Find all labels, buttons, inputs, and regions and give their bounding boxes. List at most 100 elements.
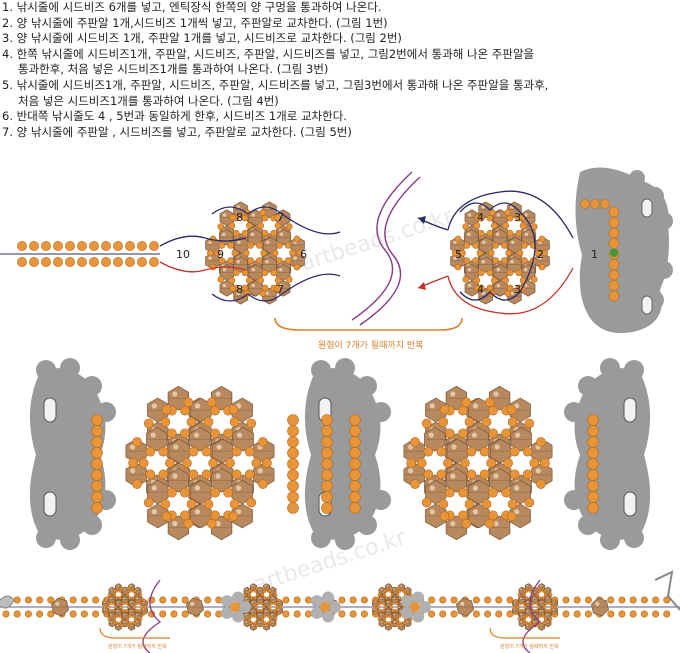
- label-6: 6: [300, 248, 307, 261]
- bicone-bead: [121, 595, 129, 604]
- seed-bead: [338, 610, 346, 618]
- seed-bead: [541, 614, 546, 618]
- seed-bead: [548, 617, 553, 621]
- seed-bead: [486, 214, 494, 222]
- seed-bead: [438, 499, 449, 509]
- seed-bead: [121, 608, 125, 613]
- bicone-bead: [488, 467, 511, 493]
- seed-bead: [108, 608, 112, 613]
- seed-bead: [188, 446, 199, 457]
- seed-bead: [395, 608, 399, 613]
- seed-bead: [229, 285, 237, 292]
- seed-bead: [260, 592, 265, 597]
- seed-bead: [104, 611, 108, 616]
- seed-bead: [403, 589, 407, 593]
- seed-bead: [587, 469, 599, 481]
- seed-bead: [134, 608, 138, 613]
- label-10: 10: [176, 248, 190, 261]
- seed-bead: [439, 404, 450, 415]
- seed-bead: [244, 446, 255, 457]
- seed-bead: [134, 601, 138, 606]
- seed-bead: [506, 284, 514, 292]
- seed-bead: [247, 617, 252, 622]
- seed-bead: [17, 257, 27, 267]
- seed-bead: [587, 502, 599, 514]
- seed-bead: [349, 480, 361, 492]
- bicone-bead: [478, 256, 493, 273]
- seed-bead: [24, 610, 32, 618]
- seed-bead: [384, 614, 389, 618]
- bicone-bead: [425, 503, 447, 529]
- seed-bead: [270, 229, 278, 237]
- seed-bead: [553, 605, 558, 609]
- antique-piece-top-right: [575, 167, 673, 334]
- bicone-bead: [190, 503, 212, 529]
- bicone-bead: [211, 438, 234, 464]
- seed-bead: [396, 623, 401, 628]
- seed-bead: [143, 605, 148, 609]
- seed-bead: [131, 596, 136, 600]
- seed-bead: [107, 593, 112, 597]
- seed-bead: [587, 491, 599, 503]
- seed-bead: [273, 214, 281, 221]
- seed-bead: [502, 222, 510, 229]
- seed-bead: [507, 417, 518, 427]
- bicone-bead: [121, 586, 129, 595]
- seed-bead: [104, 598, 108, 603]
- seed-bead: [378, 601, 382, 606]
- seed-bead: [91, 414, 103, 426]
- bicone-bead: [219, 209, 235, 227]
- bicone-bead: [167, 515, 190, 541]
- bicone-bead: [544, 611, 552, 620]
- seed-bead: [629, 610, 637, 618]
- seed-bead: [149, 241, 159, 251]
- seed-bead: [254, 586, 259, 591]
- bicone-bead: [249, 608, 257, 617]
- seed-bead: [204, 596, 212, 604]
- seed-bead: [460, 458, 470, 468]
- seed-bead: [209, 263, 217, 271]
- bicone-bead: [243, 611, 251, 620]
- seed-bead: [543, 617, 548, 622]
- seed-bead: [486, 229, 494, 237]
- seed-bead: [515, 229, 523, 237]
- seed-bead: [504, 209, 512, 216]
- seed-bead: [461, 518, 472, 529]
- bicone-bead: [167, 467, 190, 493]
- seed-bead: [374, 611, 378, 616]
- step-4: 4. 한쪽 낚시줄에 시드비즈1개, 주판알, 시드비즈, 주판알, 시드비즈를…: [2, 46, 535, 61]
- bicone-bead: [186, 597, 204, 617]
- seed-bead: [629, 596, 637, 604]
- seed-bead: [253, 614, 258, 618]
- seed-bead: [271, 249, 279, 257]
- seed-bead: [160, 499, 171, 509]
- seed-bead: [406, 458, 416, 468]
- seed-bead: [206, 397, 217, 408]
- bicone-bead: [518, 595, 526, 604]
- seed-bead: [248, 621, 252, 625]
- seed-bead: [41, 241, 51, 251]
- seed-bead: [13, 596, 21, 604]
- seed-bead: [487, 249, 495, 257]
- seed-bead: [167, 428, 177, 439]
- seed-bead: [277, 611, 281, 616]
- seed-bead: [225, 458, 235, 468]
- seed-bead: [256, 608, 260, 613]
- seed-bead: [484, 596, 492, 604]
- seed-bead: [607, 610, 615, 618]
- seed-bead: [287, 414, 299, 426]
- seed-bead: [536, 586, 541, 591]
- seed-bead: [543, 589, 547, 593]
- seed-bead: [501, 487, 511, 498]
- seed-bead: [535, 608, 539, 613]
- seed-bead: [188, 469, 199, 480]
- seed-bead: [256, 242, 263, 249]
- seed-bead: [524, 418, 535, 429]
- seed-bead: [260, 617, 265, 622]
- seed-bead: [459, 249, 466, 257]
- seed-bead: [287, 480, 299, 492]
- seed-bead: [29, 241, 39, 251]
- seed-bead: [514, 598, 518, 603]
- bottom-swirls: [142, 579, 542, 653]
